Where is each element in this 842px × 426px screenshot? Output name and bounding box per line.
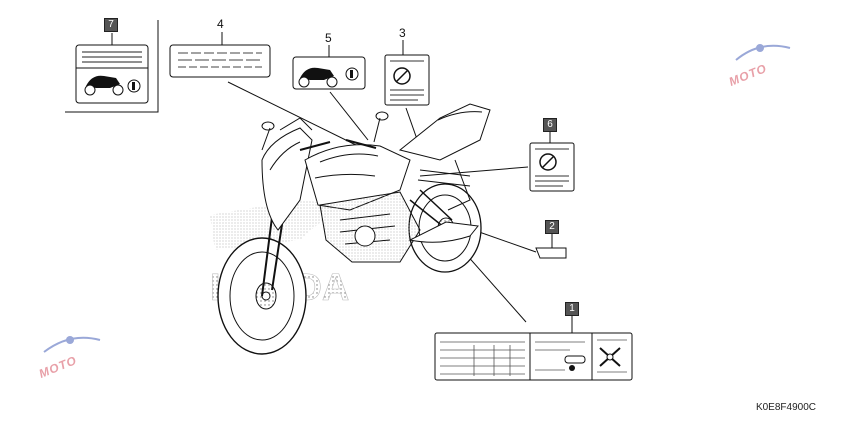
label-item-5 bbox=[292, 45, 366, 90]
label-item-4 bbox=[169, 32, 271, 78]
label-item-3 bbox=[384, 40, 430, 106]
watermark-logo-top-right bbox=[735, 44, 791, 61]
motorcycle-illustration bbox=[217, 103, 491, 355]
callout-4: 4 bbox=[217, 17, 224, 31]
callout-7: 7 bbox=[104, 18, 118, 32]
label-item-1 bbox=[434, 316, 633, 381]
callout-5: 5 bbox=[325, 31, 332, 45]
callout-2: 2 bbox=[545, 220, 559, 234]
label-item-7 bbox=[75, 33, 149, 104]
label-item-6 bbox=[529, 130, 575, 192]
label-item-2 bbox=[535, 232, 567, 259]
part-code: K0E8F4900C bbox=[755, 402, 816, 413]
callout-1: 1 bbox=[565, 302, 579, 316]
item7-bracket bbox=[65, 20, 159, 113]
watermark-logo-bottom-left bbox=[43, 336, 101, 353]
callout-3: 3 bbox=[399, 26, 406, 40]
callout-6: 6 bbox=[543, 118, 557, 132]
